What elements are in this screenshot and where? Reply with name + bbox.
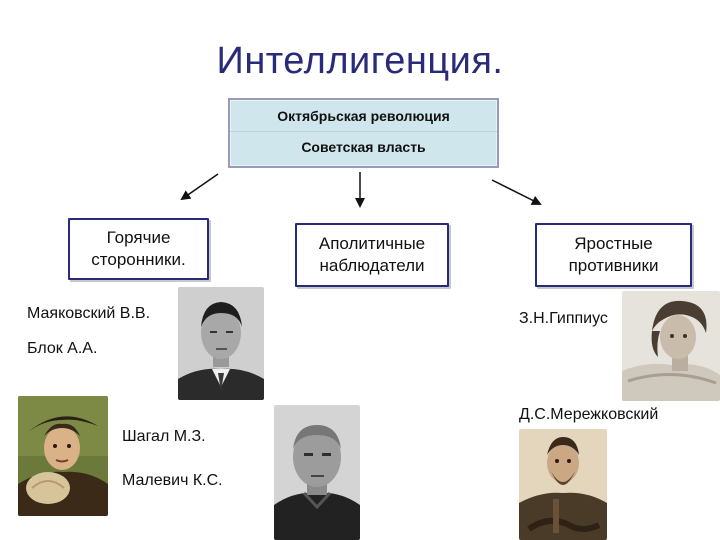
name-blok: Блок А.А. [27,340,98,357]
central-event-line-2: Советская власть [301,139,426,155]
name-merezhkovsky: Д.С.Мережковский [519,406,659,423]
central-event-divider [230,131,497,132]
category-observers: Аполитичные наблюдатели [295,223,449,287]
name-shagal: Шагал М.З. [122,428,206,445]
portrait-malevich [274,405,360,540]
category-opponents-label: Яростные противники [568,234,659,275]
name-malevich: Малевич К.С. [122,472,223,489]
portrait-gippius [622,291,720,401]
name-mayakovsky: Маяковский В.В. [27,305,151,322]
arrow-to-opponents [491,179,542,205]
name-gippius: З.Н.Гиппиус [519,310,608,327]
portrait-merezhkovsky [519,429,607,540]
portrait-shagal [18,396,108,516]
category-observers-label: Аполитичные наблюдатели [318,234,426,275]
central-event-line-1: Октябрьская революция [277,108,450,124]
category-opponents: Яростные противники [535,223,692,287]
arrow-to-supporters [180,173,219,201]
slide-title: Интеллигенция. [216,40,504,82]
central-event-box: Октябрьская революция Советская власть [228,98,499,168]
category-supporters: Горячие сторонники. [68,218,209,280]
portrait-mayakovsky [178,287,264,400]
category-supporters-label: Горячие сторонники. [91,228,186,269]
